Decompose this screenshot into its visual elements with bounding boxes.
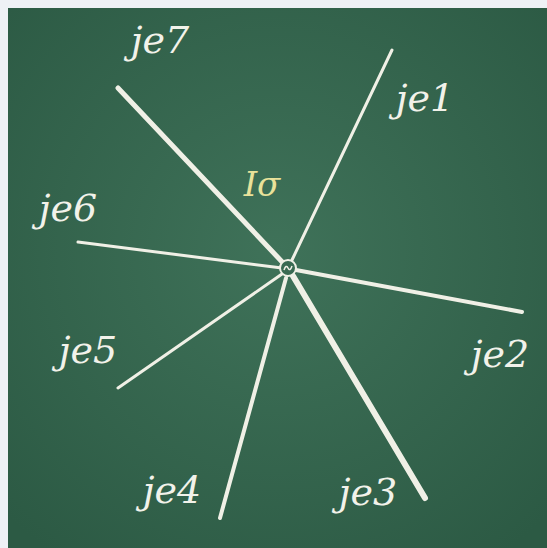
- vertex-circle: [280, 260, 296, 276]
- current-label: Iσ: [244, 167, 281, 201]
- edge-current-label: je6: [39, 189, 97, 227]
- line-je7: [118, 88, 286, 266]
- edge-current-label: je5: [59, 331, 117, 369]
- edge-current-label: je4: [143, 471, 201, 509]
- line-je1: [292, 50, 392, 260]
- edge-current-label: je1: [396, 79, 454, 117]
- line-je5: [118, 274, 282, 388]
- vertex-mark: [284, 266, 292, 270]
- line-je6: [78, 242, 282, 268]
- line-je4: [220, 278, 286, 518]
- edge-current-label: je2: [471, 335, 529, 373]
- board-surface: [8, 8, 547, 548]
- line-je3: [293, 276, 425, 498]
- line-je2: [296, 270, 522, 312]
- edge-current-label: je7: [131, 21, 189, 59]
- edge-current-label: je3: [339, 473, 397, 511]
- vertex-lines: [78, 50, 522, 518]
